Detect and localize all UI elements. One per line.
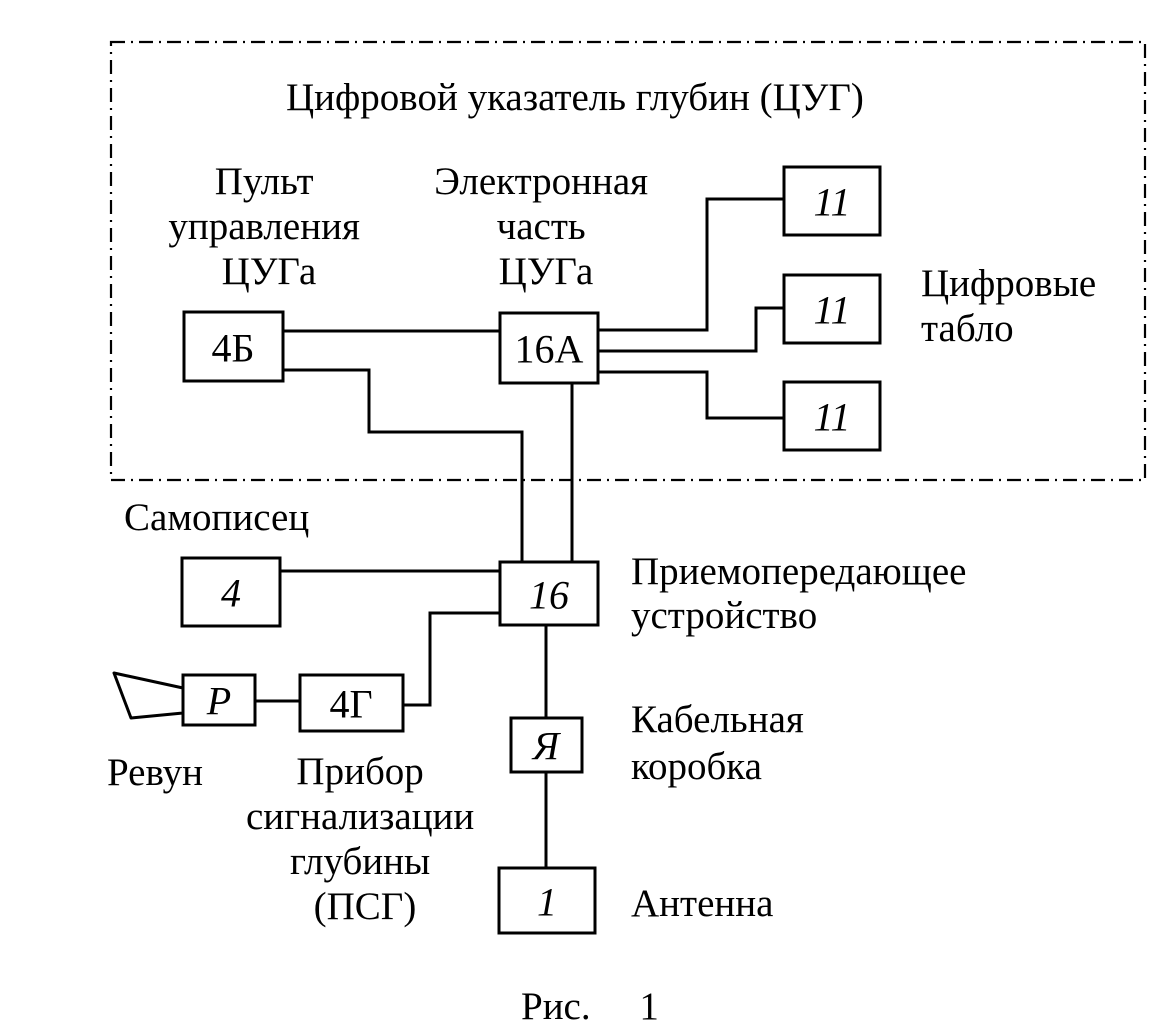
block-4: 4 (180, 556, 282, 628)
block-4g-id: 4Г (329, 682, 372, 727)
wire-16a-display-2 (598, 306, 784, 353)
wire-16a-display-3 (598, 370, 784, 420)
antenna-label: Антенна (631, 882, 773, 925)
block-16: 16 (498, 560, 600, 627)
block-4b-id: 4Б (212, 326, 255, 371)
block-16a-id: 16А (515, 327, 584, 372)
block-display-2-id: 11 (813, 288, 850, 333)
block-display-1: 11 (782, 165, 882, 237)
block-4b: 4Б (182, 310, 285, 383)
wire-16a-display-1 (598, 197, 784, 332)
block-4-id: 4 (221, 571, 241, 616)
control-panel-label: Пульт управления ЦУГа (168, 160, 369, 293)
block-antenna-id: 1 (537, 880, 557, 925)
siren-label: Ревун (107, 751, 203, 794)
wire-4b-16 (283, 368, 524, 562)
block-cable-box-id: Я (531, 724, 562, 769)
group-title: Цифровой указатель глубин (ЦУГ) (286, 76, 864, 119)
displays-label: Цифровые табло (921, 262, 1106, 350)
block-display-2: 11 (782, 273, 882, 345)
block-display-1-id: 11 (813, 180, 850, 225)
cug-group-frame (109, 40, 1147, 482)
block-antenna: 1 (497, 866, 597, 935)
cable-box-label: Кабельная коробка (631, 698, 814, 788)
transceiver-label: Приемопередающее устройство (631, 550, 976, 637)
electronic-unit-label: Электронная часть ЦУГа (434, 160, 658, 293)
block-4g: 4Г (298, 673, 405, 733)
block-display-3-id: 11 (813, 395, 850, 440)
siren-horn-icon (112, 671, 185, 720)
recorder-label: Самописец (124, 496, 309, 539)
block-r: Р (181, 673, 257, 727)
block-cable-box: Я (509, 716, 584, 774)
connection-wires (255, 197, 784, 868)
block-r-id: Р (206, 679, 231, 724)
block-16-id: 16 (529, 573, 569, 618)
block-display-3: 11 (782, 380, 882, 452)
depth-alarm-label: Прибор сигнализации глубины (ПСГ) (246, 750, 484, 928)
block-16a: 16А (498, 311, 600, 385)
wire-4g-16 (403, 611, 500, 707)
figure-caption: Рис. 1 (521, 985, 659, 1024)
